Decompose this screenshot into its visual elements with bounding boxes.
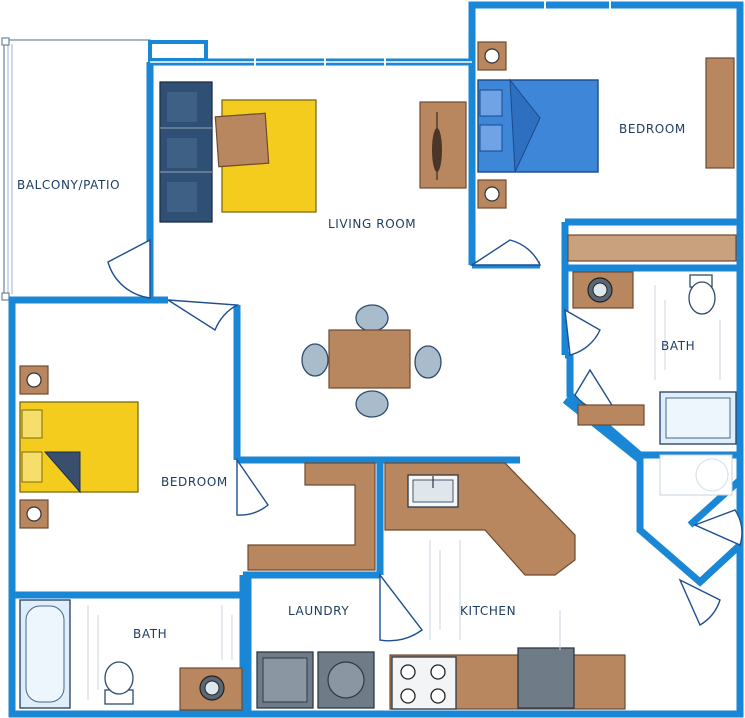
second-bath-fixtures — [19, 599, 243, 711]
kitchen-counters — [384, 462, 626, 710]
main-dresser — [705, 57, 735, 169]
label-bedroom-second: BEDROOM — [161, 475, 228, 489]
main-bath-fixtures — [572, 271, 737, 445]
label-bedroom-main: BEDROOM — [619, 122, 686, 136]
label-balcony: BALCONY/PATIO — [17, 178, 120, 192]
area-rug — [214, 99, 317, 213]
second-closet — [247, 462, 376, 571]
second-bed — [19, 365, 139, 529]
label-bath-second: BATH — [133, 627, 167, 641]
label-kitchen: KITCHEN — [460, 604, 516, 618]
dining-table — [301, 304, 442, 418]
laundry-machines — [256, 651, 375, 709]
main-bed — [477, 41, 599, 209]
label-laundry: LAUNDRY — [288, 604, 349, 618]
side-cabinet — [419, 101, 467, 189]
main-closet-shelf — [567, 234, 737, 262]
entry-closet — [659, 454, 733, 496]
interior-walls — [12, 218, 743, 714]
tv-shelf — [159, 81, 213, 223]
balcony-area — [1, 37, 151, 301]
label-bath-main: BATH — [661, 339, 695, 353]
doors — [107, 238, 743, 642]
label-living-room: LIVING ROOM — [328, 217, 416, 231]
